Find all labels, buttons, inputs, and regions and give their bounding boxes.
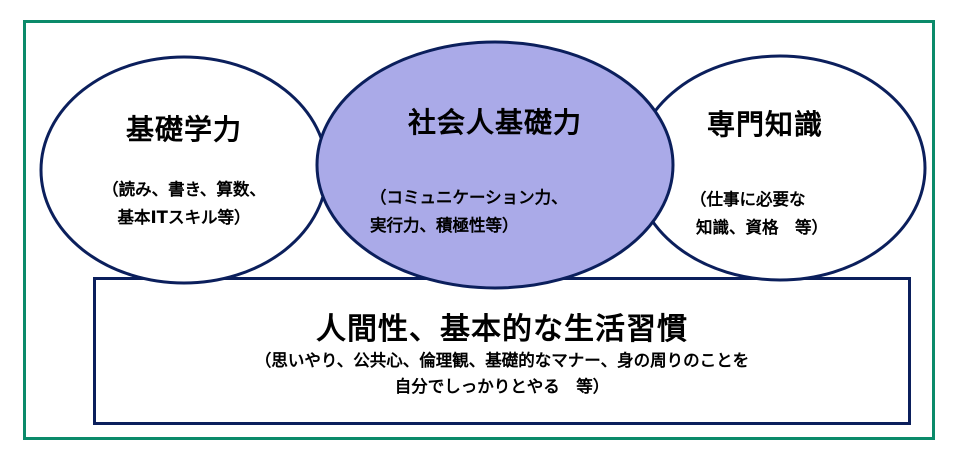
expert-knowledge-detail: （仕事に必要な 知識、資格 等）: [690, 186, 870, 242]
ellipse-expert-knowledge: [633, 54, 927, 282]
expert-knowledge-detail-line1: （仕事に必要な: [690, 190, 806, 209]
foundation-detail-line2: 自分でしっかりとやる 等）: [394, 377, 610, 396]
social-basic-detail-line1: （コミュニケーション力、: [370, 188, 568, 207]
social-basic-detail: （コミュニケーション力、 実行力、積極性等）: [370, 184, 620, 240]
expert-knowledge-detail-line2: 知識、資格 等）: [696, 218, 828, 237]
expert-knowledge-title: 専門知識: [706, 108, 823, 141]
basic-academic-title: 基礎学力: [125, 113, 242, 146]
ellipse-basic-academic: [39, 55, 329, 285]
foundation-title: 人間性、基本的な生活習慣: [316, 312, 688, 347]
foundation-detail: （思いやり、公共心、倫理観、基礎的なマナー、身の周りのことを 自分でしっかりとや…: [96, 348, 908, 400]
basic-academic-detail-line2: 基本ITスキル等）: [117, 208, 251, 227]
foundation-detail-line1: （思いやり、公共心、倫理観、基礎的なマナー、身の周りのことを: [254, 351, 750, 370]
basic-academic-detail-line1: （読み、書き、算数、: [102, 180, 266, 199]
basic-academic-detail: （読み、書き、算数、 基本ITスキル等）: [74, 176, 294, 232]
ellipse-social-basic: [315, 40, 675, 290]
social-basic-detail-line2: 実行力、積極性等）: [370, 216, 519, 235]
social-basic-title: 社会人基礎力: [407, 106, 582, 139]
diagram-frame: [23, 20, 935, 440]
